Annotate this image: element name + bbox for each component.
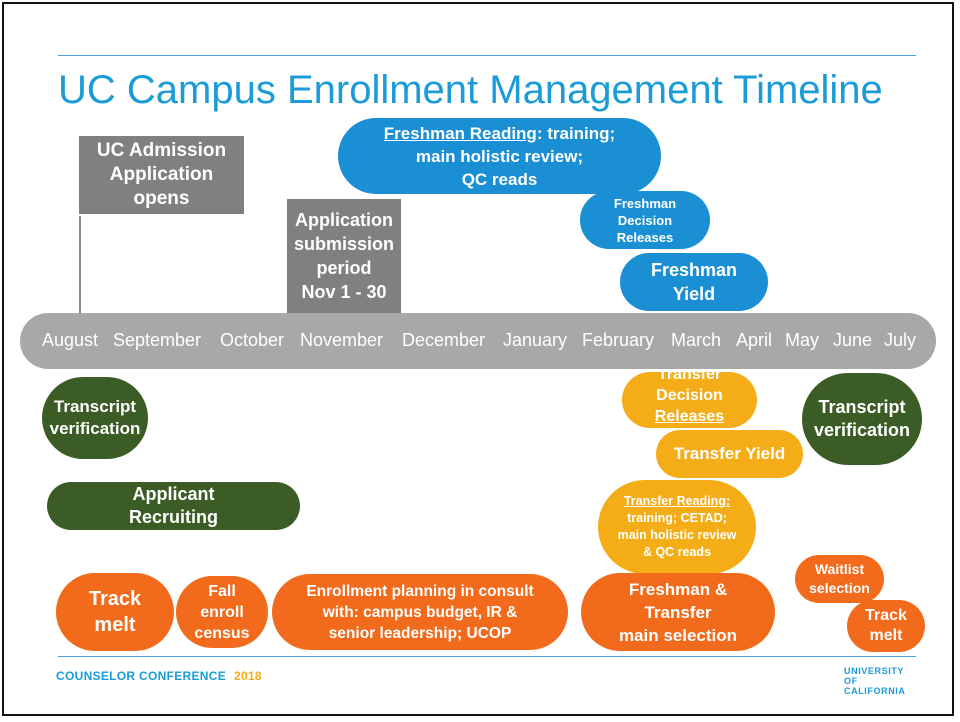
freshman-yield-line: Freshman xyxy=(650,260,738,280)
app-opens-line: UC Admission xyxy=(96,140,227,161)
bottom-rule xyxy=(58,656,916,657)
track-melt-right-line: melt xyxy=(869,627,903,644)
application-opens-marker xyxy=(79,216,81,313)
month-label: August xyxy=(42,330,99,350)
submission-line: Application xyxy=(295,210,393,230)
track-melt-right-box: Track melt xyxy=(847,600,925,652)
fall-census-line: census xyxy=(194,624,250,642)
main-selection-box: Freshman & Transfer main selection xyxy=(581,573,775,651)
month-label: April xyxy=(736,330,773,350)
freshman-decision-line: Freshman xyxy=(613,195,677,211)
track-melt-right-line: Track xyxy=(865,607,907,624)
transfer-reading-box: Transfer Reading: training; CETAD; main … xyxy=(598,480,756,574)
month-label: September xyxy=(113,330,202,350)
logo-line: UNIVERSITY xyxy=(844,666,905,676)
month-label: June xyxy=(833,330,873,350)
applicant-recruiting-box: Applicant Recruiting xyxy=(47,482,300,530)
conference-year: 2018 xyxy=(234,669,262,683)
recruiting-line: Recruiting xyxy=(128,507,218,527)
freshman-decision-line: Releases xyxy=(616,229,674,245)
month-label: July xyxy=(884,330,917,350)
month-label: December xyxy=(402,330,486,350)
transcript-left-line: verification xyxy=(49,419,141,438)
fall-enroll-census-box: Fall enroll census xyxy=(176,576,268,648)
transfer-decision-line: Releases xyxy=(654,408,725,425)
freshman-reading-heading: Freshman Reading xyxy=(383,123,537,143)
waitlist-line: selection xyxy=(809,580,870,596)
waitlist-line: Waitlist xyxy=(814,561,865,577)
month-label: May xyxy=(785,330,820,350)
freshman-decision-line: Decision xyxy=(617,212,673,228)
recruiting-line: Applicant xyxy=(132,484,215,504)
transfer-reading-text: & QC reads xyxy=(642,545,712,559)
freshman-reading-text: : training; xyxy=(536,123,616,143)
fall-census-line: enroll xyxy=(200,603,244,621)
submission-line: submission xyxy=(293,234,395,254)
timeline-bar xyxy=(20,313,936,369)
main-selection-line: Transfer xyxy=(644,602,712,622)
transfer-reading-heading: Transfer Reading: xyxy=(623,494,731,508)
enrollment-planning-line: senior leadership; UCOP xyxy=(328,624,512,642)
main-selection-line: main selection xyxy=(618,625,738,645)
freshman-yield-box: Freshman Yield xyxy=(620,253,768,311)
transcript-left-line: Transcript xyxy=(53,397,137,416)
month-label: January xyxy=(503,330,568,350)
track-melt-left-line: Track xyxy=(88,588,142,610)
freshman-reading-text: main holistic review; xyxy=(415,146,584,166)
submission-period-box: Application submission period Nov 1 - 30 xyxy=(287,199,401,313)
top-rule xyxy=(58,55,916,56)
footer-conference: COUNSELOR CONFERENCE 2018 xyxy=(56,669,262,683)
month-label: March xyxy=(671,330,722,350)
track-melt-left-line: melt xyxy=(94,614,136,636)
conference-name: COUNSELOR CONFERENCE xyxy=(56,669,227,683)
fall-census-line: Fall xyxy=(208,582,236,600)
month-label: October xyxy=(220,330,285,350)
month-label: November xyxy=(300,330,384,350)
enrollment-planning-line: Enrollment planning in consult xyxy=(306,582,534,600)
transfer-decision-releases-box: Transfer Decision Releases xyxy=(622,372,757,428)
freshman-reading-text: QC reads xyxy=(461,169,538,189)
waitlist-selection-box: Waitlist selection xyxy=(795,555,884,603)
transfer-decision-line: Transfer xyxy=(657,372,722,383)
transfer-reading-text: main holistic review xyxy=(617,528,737,542)
freshman-reading-box: Freshman Reading: training; main holisti… xyxy=(338,118,661,194)
transfer-yield-label: Transfer Yield xyxy=(673,444,786,463)
freshman-yield-line: Yield xyxy=(672,284,716,304)
app-opens-line: Application xyxy=(109,164,214,185)
uc-logo: UNIVERSITY OF CALIFORNIA xyxy=(844,666,916,696)
logo-line: CALIFORNIA xyxy=(844,686,906,696)
transcript-verification-right: Transcript verification xyxy=(802,373,922,465)
freshman-decision-releases-box: Freshman Decision Releases xyxy=(580,191,710,249)
submission-line: Nov 1 - 30 xyxy=(301,282,387,302)
application-opens-box: UC Admission Application opens xyxy=(79,136,244,214)
transcript-right-line: Transcript xyxy=(818,397,906,417)
main-selection-line: Freshman & xyxy=(628,579,728,599)
logo-line: OF xyxy=(844,676,858,686)
submission-line: period xyxy=(316,258,372,278)
page-title: UC Campus Enrollment Management Timeline xyxy=(58,68,883,112)
enrollment-planning-box: Enrollment planning in consult with: cam… xyxy=(272,574,568,650)
transfer-reading-text: training; CETAD; xyxy=(627,511,727,525)
transcript-verification-left: Transcript verification xyxy=(42,377,148,459)
transfer-decision-line: Decision xyxy=(656,387,723,404)
transcript-right-line: verification xyxy=(813,420,911,440)
transfer-yield-box: Transfer Yield xyxy=(656,430,803,478)
track-melt-left-box: Track melt xyxy=(56,573,174,651)
app-opens-line: opens xyxy=(133,188,190,209)
month-label: February xyxy=(582,330,655,350)
enrollment-planning-line: with: campus budget, IR & xyxy=(322,603,518,621)
